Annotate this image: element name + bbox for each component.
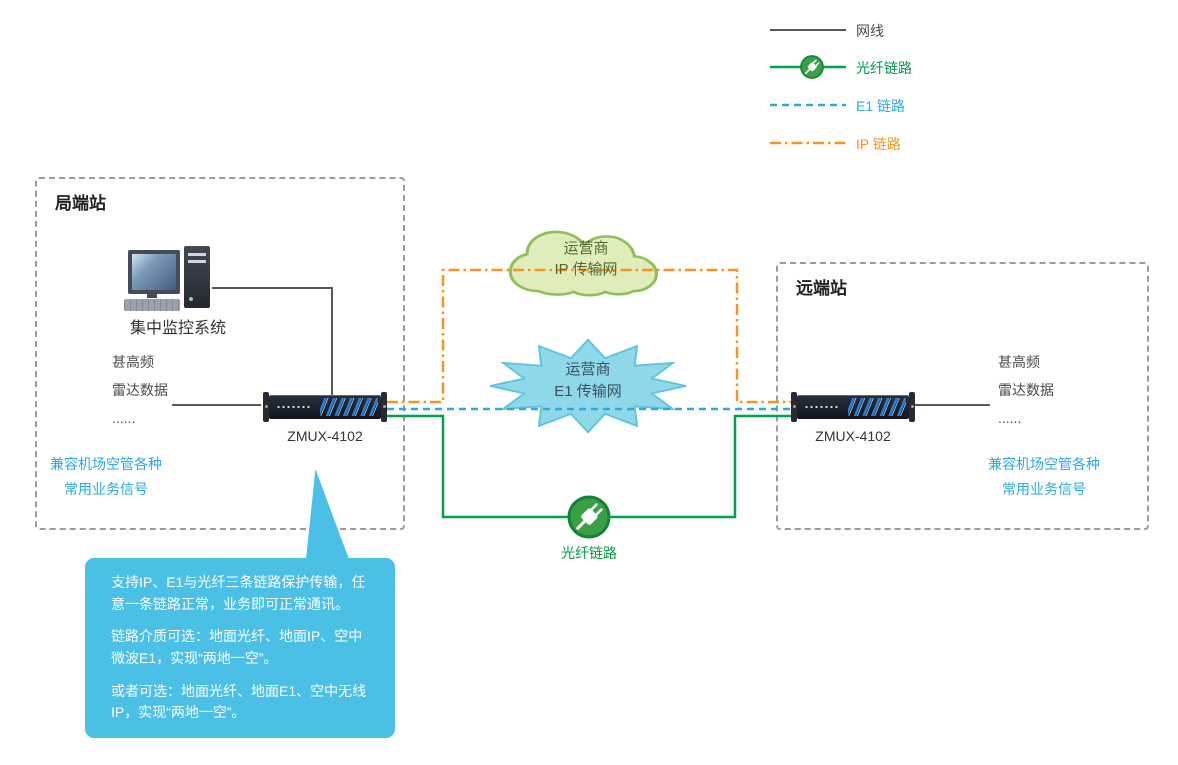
signal-item: 甚高频 bbox=[998, 354, 1040, 370]
device-front-panel bbox=[797, 395, 909, 419]
device-front-panel bbox=[269, 395, 381, 419]
left-signal-list: 甚高频 雷达数据 ...... bbox=[112, 348, 168, 432]
fiber-link-icon bbox=[567, 495, 611, 539]
pc-tower-icon bbox=[184, 246, 210, 308]
note-line: 常用业务信号 bbox=[1002, 481, 1086, 497]
remote-station-title: 远端站 bbox=[796, 279, 847, 298]
zmux-4102-left bbox=[263, 392, 387, 422]
feature-callout: 支持IP、E1与光纤三条链路保护传输，任意一条链路正常，业务即可正常通讯。 链路… bbox=[85, 558, 395, 739]
cloud-label-line: IP 传输网 bbox=[554, 261, 618, 278]
zmux-4102-right bbox=[791, 392, 915, 422]
legend-label-ip: IP 链路 bbox=[856, 136, 901, 152]
monitor-icon bbox=[128, 250, 180, 294]
signal-item: ...... bbox=[998, 410, 1022, 426]
legend-label-wire: 网线 bbox=[856, 23, 884, 39]
rack-ear-icon bbox=[909, 392, 915, 422]
note-line: 兼容机场空管各种 bbox=[988, 456, 1100, 472]
burst-label-line: 运营商 bbox=[565, 361, 611, 378]
monitoring-pc-icon bbox=[124, 246, 220, 312]
e1-burst-shape bbox=[489, 338, 687, 434]
legend-fiber-icon bbox=[800, 55, 824, 79]
callout-paragraph: 或者可选：地面光纤、地面E1、空中无线IP，实现“两地一空”。 bbox=[111, 682, 367, 721]
ip-cloud-label: 运营商 IP 传输网 bbox=[506, 238, 666, 280]
central-station-box: 局端站 bbox=[35, 177, 405, 530]
note-line: 常用业务信号 bbox=[64, 481, 148, 497]
signal-item: 甚高频 bbox=[112, 354, 154, 370]
monitor-stand bbox=[147, 294, 157, 298]
rack-ear-icon bbox=[791, 392, 797, 422]
signal-item: ...... bbox=[112, 410, 136, 426]
e1-burst-label: 运营商 E1 传输网 bbox=[508, 359, 668, 403]
ip-link-line bbox=[387, 268, 791, 404]
right-compatibility-note: 兼容机场空管各种 常用业务信号 bbox=[974, 452, 1114, 502]
zmux-right-label: ZMUX-4102 bbox=[815, 428, 891, 444]
legend-label-e1: E1 链路 bbox=[856, 98, 906, 114]
zmux-left-label: ZMUX-4102 bbox=[287, 428, 363, 444]
device-stripes bbox=[847, 398, 906, 416]
signal-item: 雷达数据 bbox=[998, 382, 1054, 398]
signal-item: 雷达数据 bbox=[112, 382, 168, 398]
monitoring-system-label: 集中监控系统 bbox=[129, 320, 226, 337]
fiber-link-label: 光纤链路 bbox=[561, 545, 617, 561]
device-stripes bbox=[319, 398, 378, 416]
device-ports bbox=[804, 404, 838, 410]
left-compatibility-note: 兼容机场空管各种 常用业务信号 bbox=[36, 452, 176, 502]
callout-paragraph: 支持IP、E1与光纤三条链路保护传输，任意一条链路正常，业务即可正常通讯。 bbox=[111, 574, 366, 612]
ip-cloud-shape bbox=[508, 230, 658, 297]
keyboard-icon bbox=[124, 299, 180, 311]
device-ports bbox=[276, 404, 310, 410]
pc-to-device-wire bbox=[212, 287, 333, 395]
central-station-title: 局端站 bbox=[55, 194, 106, 213]
rack-ear-icon bbox=[381, 392, 387, 422]
right-signal-list: 甚高频 雷达数据 ...... bbox=[998, 348, 1054, 432]
note-line: 兼容机场空管各种 bbox=[50, 456, 162, 472]
cloud-label-line: 运营商 bbox=[563, 240, 609, 257]
callout-paragraph: 链路介质可选：地面光纤、地面IP、空中微波E1，实现“两地一空”。 bbox=[111, 628, 363, 667]
burst-label-line: E1 传输网 bbox=[554, 383, 622, 400]
rack-ear-icon bbox=[263, 392, 269, 422]
legend-label-fiber: 光纤链路 bbox=[856, 60, 912, 76]
remote-station-box: 远端站 bbox=[776, 262, 1149, 530]
monitor-screen bbox=[132, 254, 176, 290]
